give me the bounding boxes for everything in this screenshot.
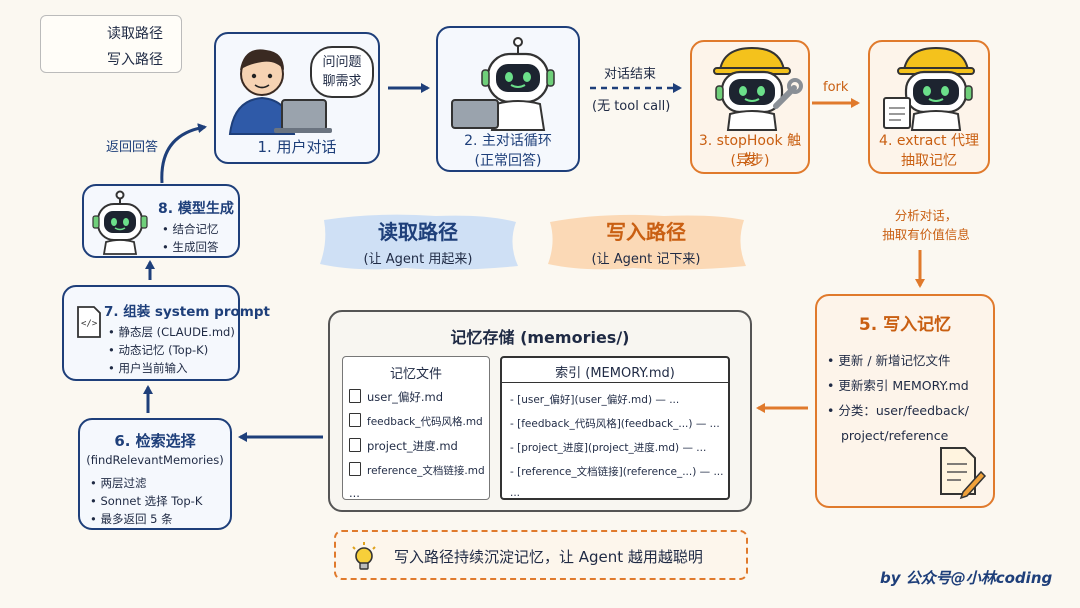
memory-file-list: user_偏好.md feedback_代码风格.md project_进度.m… <box>349 385 485 503</box>
index-entry: - [project_进度](project_进度.md) — ... <box>510 442 707 454</box>
memory-index-panel: 索引 (MEMORY.md) - [user_偏好](user_偏好.md) —… <box>500 356 730 500</box>
step-5-item: project/reference <box>841 428 949 443</box>
step-6-retrieval: 6. 检索选择 (findRelevantMemories) 两层过滤 Sonn… <box>78 418 232 530</box>
legend: 读取路径 写入路径 <box>40 15 182 73</box>
memory-file-name: reference_文档链接.md <box>367 465 485 477</box>
memory-file-name: feedback_代码风格.md <box>367 416 483 428</box>
step-6-item: Sonnet 选择 Top-K <box>90 492 202 510</box>
robot-laptop-illustration <box>451 37 555 131</box>
step-1-user-dialog: 问问题 聊需求 1. 用户对话 <box>214 32 380 164</box>
read-banner-brush <box>320 214 518 270</box>
edge-s2-s3-label-top: 对话结束 <box>604 67 657 82</box>
memory-storage: 记忆存储 (memories/) 记忆文件 user_偏好.md feedbac… <box>328 310 752 512</box>
edge-s2-s3-label-bottom: (无 tool call) <box>592 99 671 114</box>
storage-title: 记忆存储 (memories/) <box>450 328 630 347</box>
write-banner-brush <box>548 214 746 270</box>
step-7-item: 静态层 (CLAUDE.md) <box>108 323 234 341</box>
robot-hardhat-wrench-illustration <box>713 46 803 131</box>
step-8-model-generation: 8. 模型生成 结合记忆 生成回答 <box>82 184 240 258</box>
arrow-s8-s1 <box>160 123 207 184</box>
step-7-item: 用户当前输入 <box>108 359 235 377</box>
read-path-title: 读取路径 <box>378 220 458 244</box>
memory-file-name: user_偏好.md <box>367 390 443 404</box>
step-4-extract-agent: 4. extract 代理 抽取记忆 <box>868 40 990 174</box>
robot-icon <box>92 190 148 255</box>
robot-hardhat-clipboard-illustration <box>883 46 975 131</box>
step-6-items: 两层过滤 Sonnet 选择 Top-K 最多返回 5 条 <box>90 474 202 528</box>
memory-index-title: 索引 (MEMORY.md) <box>555 366 675 381</box>
lightbulb-icon <box>352 542 376 570</box>
file-icon <box>349 413 361 427</box>
write-path-title: 写入路径 <box>606 220 686 244</box>
step-6-title: 6. 检索选择 <box>114 432 196 450</box>
document-pencil-icon <box>940 447 987 500</box>
step-3-line-2: (异步) <box>730 153 770 169</box>
step-6-subtitle: (findRelevantMemories) <box>86 453 224 467</box>
step-5-item: 更新索引 MEMORY.md <box>827 373 969 398</box>
file-icon <box>349 389 361 403</box>
memory-file: reference_文档链接.md <box>349 458 485 483</box>
step-7-assemble-prompt: </> 7. 组装 system prompt 静态层 (CLAUDE.md) … <box>62 285 270 381</box>
read-path-subtitle: (让 Agent 用起来) <box>363 252 473 267</box>
memory-file-more: ... <box>349 486 360 500</box>
memory-file: project_进度.md <box>349 434 485 458</box>
step-2-main-loop: 2. 主对话循环 (正常回答) <box>436 26 580 172</box>
step-5-item: 更新 / 新增记忆文件 <box>827 348 969 373</box>
step-6-item: 两层过滤 <box>90 474 202 492</box>
step-4-line-1: 4. extract 代理 <box>879 133 979 149</box>
step-6-item: 最多返回 5 条 <box>90 510 202 528</box>
code-document-icon: </> <box>77 306 101 338</box>
tip-text: 写入路径持续沉淀记忆，让 Agent 越用越聪明 <box>394 548 703 566</box>
step-5-title: 5. 写入记忆 <box>858 315 952 335</box>
step-8-item: 生成回答 <box>162 238 218 256</box>
step-5-write-memory: 5. 写入记忆 更新 / 新增记忆文件 更新索引 MEMORY.md 分类：us… <box>815 294 995 508</box>
index-divider <box>502 382 728 383</box>
step-5-items: 更新 / 新增记忆文件 更新索引 MEMORY.md 分类：user/feedb… <box>827 348 969 448</box>
step-7-title: 7. 组装 system prompt <box>104 304 270 320</box>
edge-s4-s5-line-2: 抽取有价值信息 <box>882 227 970 242</box>
memory-files-panel: 记忆文件 user_偏好.md feedback_代码风格.md project… <box>342 356 490 500</box>
svg-text:</>: </> <box>81 319 98 329</box>
step-8-items: 结合记忆 生成回答 <box>162 220 218 256</box>
file-icon <box>349 462 361 476</box>
index-entry: ... <box>510 487 521 499</box>
step-2-line-2: (正常回答) <box>474 153 542 169</box>
user-speech-bubble: 问问题 聊需求 <box>310 46 374 98</box>
step-1-label: 1. 用户对话 <box>257 138 337 156</box>
step-4-line-2: 抽取记忆 <box>901 153 957 169</box>
step-8-item: 结合记忆 <box>162 220 218 238</box>
edge-s4-s5-line-1: 分析对话， <box>894 208 958 223</box>
memory-file: user_偏好.md <box>349 385 485 409</box>
file-icon <box>349 438 361 452</box>
write-path-subtitle: (让 Agent 记下来) <box>591 252 701 267</box>
read-path-banner: 读取路径 (让 Agent 用起来) <box>316 210 520 274</box>
memory-files-title: 记忆文件 <box>389 367 442 382</box>
memory-file-name: project_进度.md <box>367 439 458 453</box>
step-3-line-1: 3. stopHook 触发 <box>698 133 802 168</box>
memory-index-list: - [user_偏好](user_偏好.md) — ... - [feedbac… <box>510 388 724 502</box>
step-2-line-1: 2. 主对话循环 <box>464 133 552 149</box>
step-7-item: 动态记忆 (Top-K) <box>108 341 235 359</box>
index-entry: - [user_偏好](user_偏好.md) — ... <box>510 394 680 406</box>
write-path-banner: 写入路径 (让 Agent 记下来) <box>544 210 748 274</box>
step-7-items: 静态层 (CLAUDE.md) 动态记忆 (Top-K) 用户当前输入 <box>108 323 235 377</box>
step-5-item: 分类：user/feedback/ <box>827 398 969 423</box>
bubble-line-1: 问问题 <box>322 55 362 70</box>
tip-banner: 写入路径持续沉淀记忆，让 Agent 越用越聪明 <box>334 530 748 580</box>
bubble-line-2: 聊需求 <box>322 74 362 89</box>
legend-read-label: 读取路径 <box>107 26 163 42</box>
step-8-title: 8. 模型生成 <box>158 201 234 217</box>
memory-file: feedback_代码风格.md <box>349 409 485 434</box>
step-3-stophook: 3. stopHook 触发 (异步) <box>690 40 810 174</box>
index-entry: - [reference_文档链接](reference_...) — ... <box>510 466 724 478</box>
edge-s4-s5-label: 分析对话， 抽取有价值信息 <box>866 206 986 244</box>
legend-write-label: 写入路径 <box>107 52 163 68</box>
edge-s8-s1-label: 返回回答 <box>106 140 159 155</box>
user-illustration <box>228 49 332 135</box>
edge-s3-s4-label: fork <box>823 80 849 95</box>
index-entry: - [feedback_代码风格](feedback_...) — ... <box>510 418 720 430</box>
credit: by 公众号@小林coding <box>880 569 1053 587</box>
